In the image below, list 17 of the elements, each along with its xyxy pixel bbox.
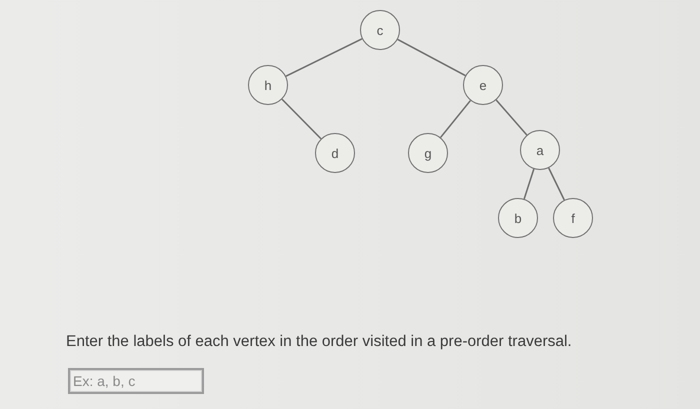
vertex-circle: h [248, 65, 288, 105]
tree-edge [496, 100, 528, 136]
tree-edge [523, 168, 535, 200]
input-field: Ex: a, b, c [68, 368, 204, 394]
tree-edge [286, 38, 362, 77]
vertex-circle: b [498, 198, 538, 238]
vertex-circle: f [553, 198, 593, 238]
tree-edge [397, 38, 466, 76]
tree-edge [440, 100, 471, 138]
vertex-circle: d [315, 133, 355, 173]
vertex-circle: a [520, 130, 560, 170]
vertex-circle: c [360, 10, 400, 50]
question-text: Enter the labels of each vertex in the order visited in a pre-order traversal. [66, 333, 572, 351]
tree-edge [548, 168, 565, 200]
vertex-circle: g [408, 133, 448, 173]
tree-edge [282, 98, 322, 140]
vertex-circle: e [463, 65, 503, 105]
